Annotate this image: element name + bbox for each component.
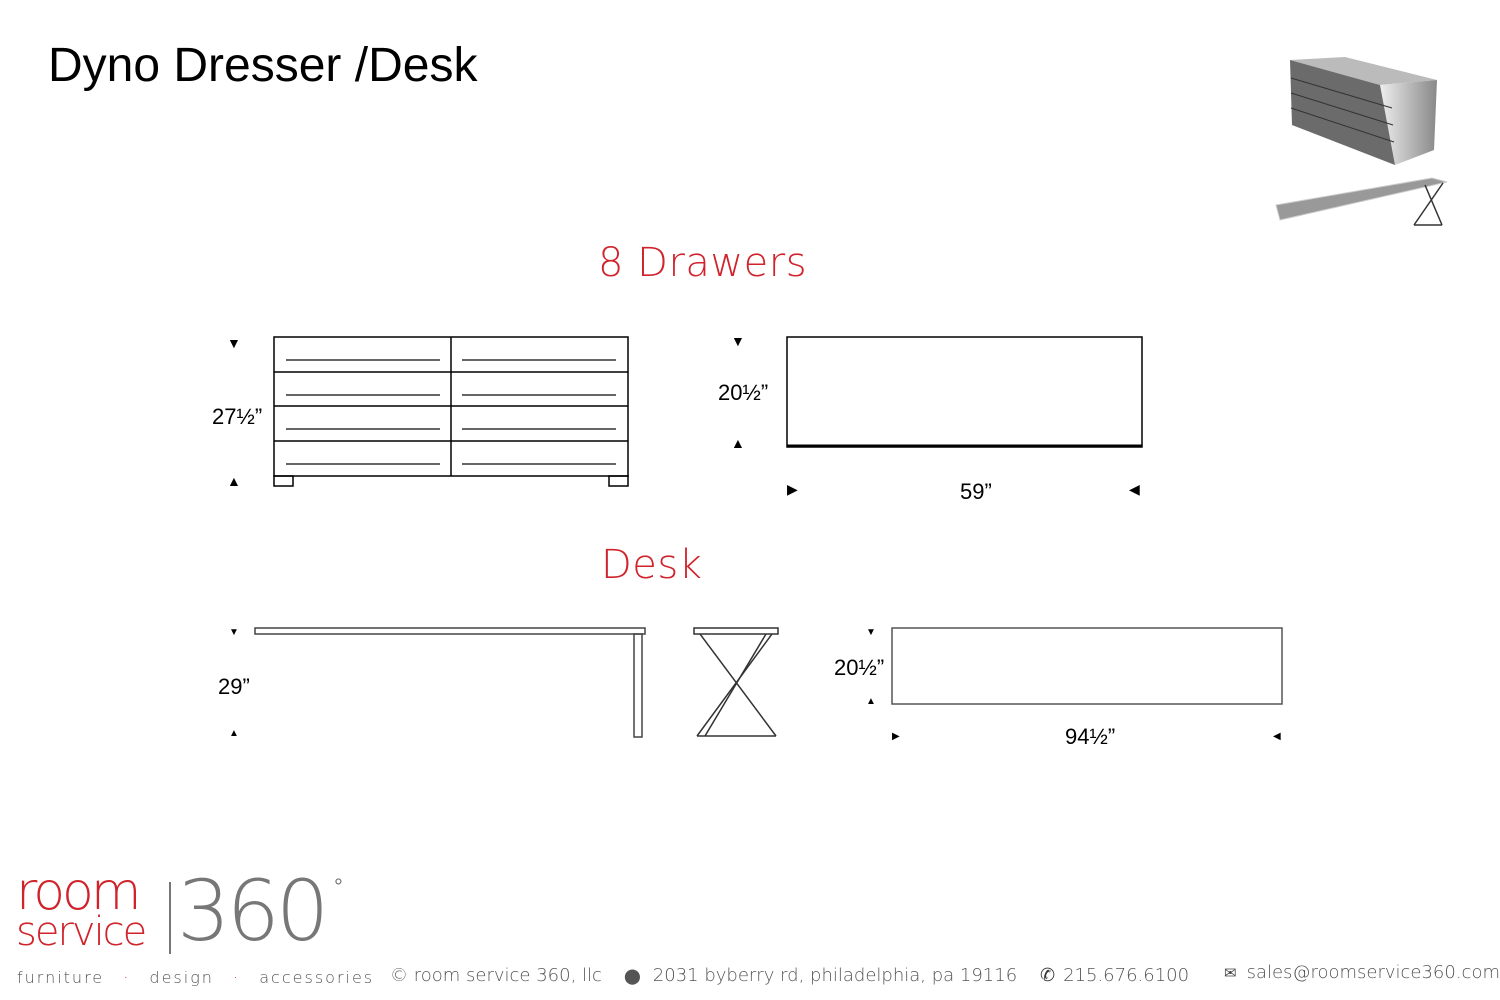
arrow-up-icon: ▲ (731, 435, 745, 451)
dresser-depth-dimension: 20½” (718, 380, 769, 405)
page-title: Dyno Dresser /Desk (48, 39, 478, 92)
tagline-furniture: furniture (17, 968, 105, 987)
dot-separator: · (123, 968, 131, 987)
arrow-down-icon: ▼ (866, 627, 876, 638)
logo-room: room (16, 862, 142, 922)
desk-heading: Desk (601, 542, 703, 588)
dot-separator: · (233, 968, 241, 987)
dresser-width-dimension: 59” (960, 479, 992, 504)
phone-icon: ✆ (1040, 965, 1056, 986)
desk-depth-dimension: 20½” (834, 655, 885, 680)
arrow-right-icon: ▶ (787, 481, 798, 497)
logo-service: service (16, 909, 147, 955)
company-logo: room service 360 ° (14, 866, 354, 962)
map-pin-icon: ⬤ (624, 967, 641, 985)
arrow-down-icon: ▼ (731, 333, 745, 349)
arrow-right-icon: ▶ (892, 731, 900, 742)
envelope-icon: ✉ (1224, 964, 1237, 982)
arrow-up-icon: ▲ (227, 473, 241, 489)
phone-text: 215.676.6100 (1063, 965, 1190, 986)
desk-height-dimension: 29” (218, 674, 250, 699)
logo-360: 360 (177, 862, 329, 960)
desk-end-drawing (693, 627, 779, 737)
email-link[interactable]: sales@roomservice360.com (1246, 962, 1500, 983)
tagline: furniture · design · accessories (17, 968, 374, 987)
dresser-top-drawing (786, 336, 1143, 448)
desk-width-dimension: 94½” (1065, 724, 1116, 749)
arrow-left-icon: ◀ (1129, 481, 1140, 497)
dresser-height-dimension: 27½” (212, 404, 263, 429)
logo-divider (169, 882, 171, 954)
email[interactable]: ✉ sales@roomservice360.com (1224, 962, 1500, 983)
tagline-design: design (149, 968, 214, 987)
logo-degree: ° (334, 874, 343, 899)
arrow-left-icon: ◀ (1273, 731, 1281, 742)
phone: ✆ 215.676.6100 (1040, 965, 1189, 986)
address-text: 2031 byberry rd, philadelphia, pa 19116 (652, 965, 1018, 986)
tagline-accessories: accessories (259, 968, 375, 987)
dresser-heading: 8 Drawers (598, 240, 808, 286)
arrow-down-icon: ▼ (227, 335, 241, 351)
desk-top-drawing (891, 627, 1283, 705)
arrow-up-icon: ▲ (229, 728, 239, 739)
arrow-down-icon: ▼ (229, 627, 239, 638)
address: ⬤ 2031 byberry rd, philadelphia, pa 19116 (624, 965, 1017, 986)
desk-side-drawing (254, 627, 646, 738)
copyright: © room service 360, llc (390, 965, 602, 986)
arrow-up-icon: ▲ (866, 696, 876, 707)
dresser-front-drawing (273, 336, 629, 487)
